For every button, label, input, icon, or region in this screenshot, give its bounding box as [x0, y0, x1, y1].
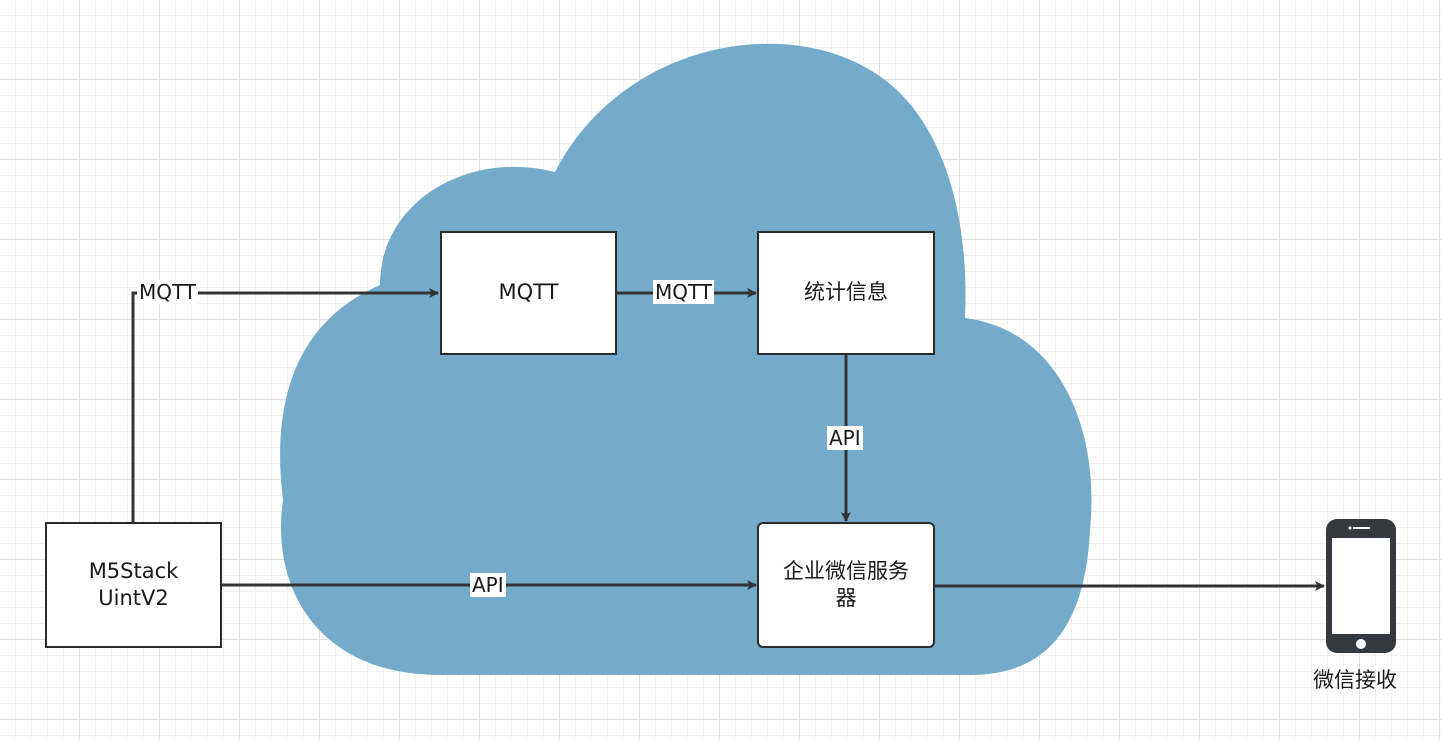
- edge-label-m5-to-mqtt: MQTT: [137, 280, 199, 304]
- mqtt-broker-label: MQTT: [498, 280, 559, 305]
- edge-label-mqtt-to-stats: MQTT: [653, 280, 715, 304]
- stats-info-label: 统计信息: [804, 280, 888, 305]
- wechat-server-label: 企业微信服务 器: [783, 558, 909, 610]
- edge-label-stats-to-server: API: [827, 426, 863, 450]
- phone-caption: 微信接收: [1313, 668, 1397, 692]
- m5stack-device-box[interactable]: M5Stack UintV2: [45, 522, 222, 648]
- edge-m5-to-mqtt: [131, 288, 439, 522]
- edge-label-m5-to-server: API: [470, 573, 506, 597]
- stats-info-box[interactable]: 统计信息: [757, 231, 935, 355]
- phone-icon: [1326, 519, 1396, 653]
- cloud-icon: [280, 43, 1092, 675]
- mqtt-broker-box[interactable]: MQTT: [440, 231, 617, 355]
- m5stack-device-label: M5Stack UintV2: [88, 558, 179, 610]
- wechat-server-box[interactable]: 企业微信服务 器: [757, 522, 935, 648]
